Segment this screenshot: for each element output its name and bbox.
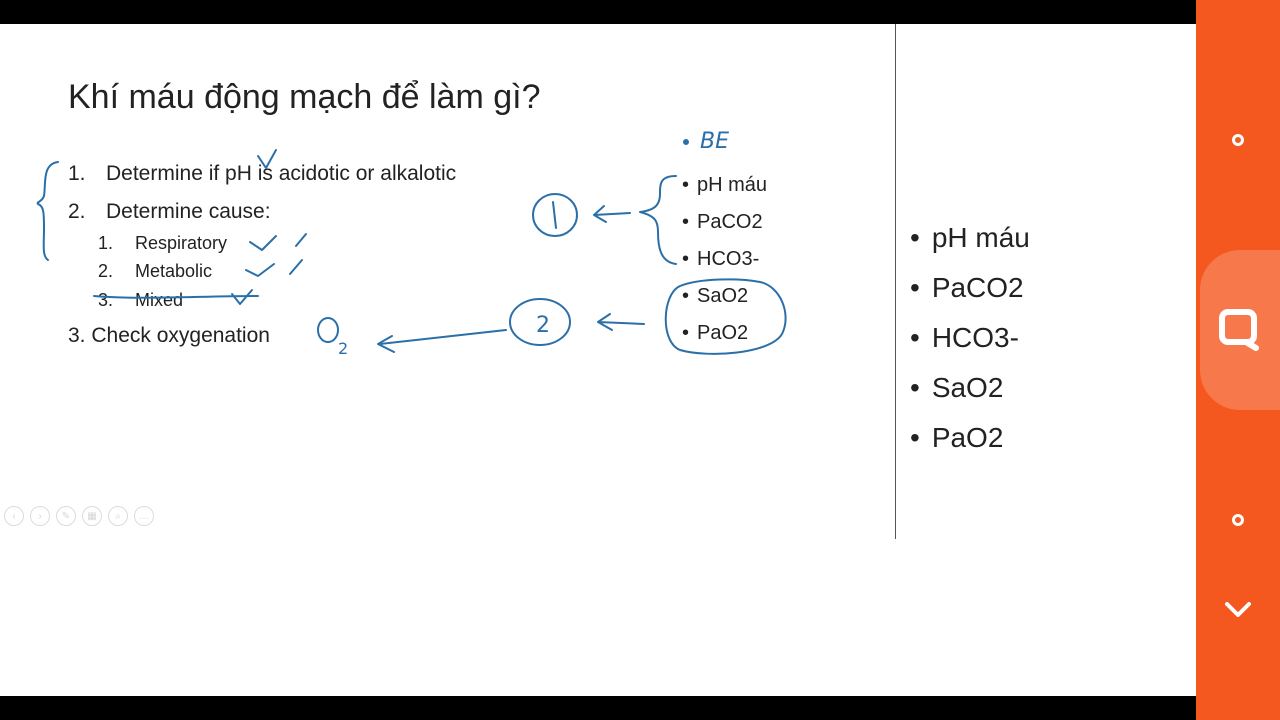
circle-2-digit: 2 [536,313,550,338]
mid-bullet-paco2: PaCO2 [682,211,763,234]
right-bullet-ph: pH máu [910,222,1030,254]
sub-item-respiratory: 1.Respiratory [98,233,228,253]
next-icon[interactable]: › [30,506,50,526]
panel-divider [895,24,896,539]
side-bottom-button[interactable] [1196,508,1280,532]
digit-1 [552,201,557,229]
check-mixed [231,289,253,305]
be-label: BE [700,129,729,154]
arrow-2 [597,313,645,331]
circle-icon [1232,134,1244,146]
be-dot [683,139,689,145]
middle-brace [639,175,677,265]
right-bullet-pao2: PaO2 [910,422,1004,454]
presentation-slide: Khí máu động mạch để làm gì? 1.Determine… [0,24,1196,696]
slides-icon[interactable]: ▦ [82,506,102,526]
circle-2 [509,298,571,346]
top-black-bar [0,0,1196,24]
circle-icon [1232,514,1244,526]
o2-o [317,317,339,343]
right-bullet-hco3: HCO3- [910,322,1019,354]
mid-bullet-hco3: HCO3- [682,248,759,271]
chevron-down-icon [1225,602,1251,617]
o2-subscript: 2 [338,339,348,358]
arrow-o2 [377,329,507,353]
right-bullet-sao2: SaO2 [910,372,1004,404]
list-item-2: 2.Determine cause: [68,200,271,223]
circle-1 [532,193,578,237]
more-icon[interactable]: … [134,506,154,526]
ink-annotations: BE 2 2 [36,129,787,358]
zoom-icon[interactable]: ⌕ [108,506,128,526]
slide-mini-toolbar: ‹ › ✎ ▦ ⌕ … [4,506,154,526]
prev-icon[interactable]: ‹ [4,506,24,526]
bottom-black-bar [0,696,1196,720]
right-bullet-paco2: PaCO2 [910,272,1024,304]
sub-item-metabolic: 2.Metabolic [98,261,213,281]
slide-title: Khí máu động mạch để làm gì? [68,78,541,116]
side-top-button[interactable] [1196,128,1280,152]
floating-side-panel [1196,0,1280,720]
side-collapse-button[interactable] [1196,596,1280,624]
left-brace [36,161,59,261]
check-metabolic [245,263,275,277]
list-item-3: 3. Check oxygenation [68,324,270,347]
mid-bullet-pao2: PaO2 [682,322,748,345]
search-icon [1219,309,1259,351]
sub-item-mixed: 3.Mixed [98,290,184,310]
check-respiratory [249,235,277,251]
slash-metabolic [289,259,303,275]
arrow-1 [593,205,631,223]
slash-respiratory [295,233,307,247]
pen-icon[interactable]: ✎ [56,506,76,526]
list-item-1: 1.Determine if pH is acidotic or alkalot… [68,162,457,185]
mid-bullet-sao2: SaO2 [682,285,748,308]
mid-bullet-ph: pH máu [682,174,767,197]
side-search-button[interactable] [1200,250,1280,410]
